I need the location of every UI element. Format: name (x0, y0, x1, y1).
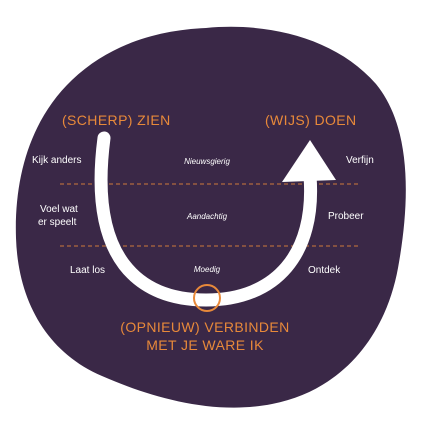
heading-bottom-line-2: MET JE WARE IK (146, 337, 264, 353)
cycle-arrow-head (282, 140, 336, 182)
heading-wijs-doen: (WIJS) DOEN (265, 112, 357, 128)
label-er-speelt: er speelt (38, 217, 77, 228)
background-blob (15, 26, 406, 408)
label-ontdek: Ontdek (308, 265, 341, 276)
label-probeer: Probeer (328, 211, 364, 222)
label-aandachtig: Aandachtig (186, 212, 228, 221)
label-kijk-anders: Kijk anders (32, 155, 82, 166)
cycle-arrow-shaft (94, 131, 318, 307)
label-moedig: Moedig (193, 265, 221, 274)
label-laat-los: Laat los (70, 265, 106, 276)
heading-scherp-zien: (SCHERP) ZIEN (62, 112, 171, 128)
label-nieuwsgierig: Nieuwsgierig (184, 157, 230, 166)
label-voel-wat: Voel wat (40, 204, 78, 215)
label-verfijn: Verfijn (346, 155, 374, 166)
heading-bottom-line-1: (OPNIEUW) VERBINDEN (120, 319, 290, 335)
connection-circle-marker (193, 284, 221, 312)
heading-opnieuw-verbinden: (OPNIEUW) VERBINDEN MET JE WARE IK (80, 318, 330, 354)
